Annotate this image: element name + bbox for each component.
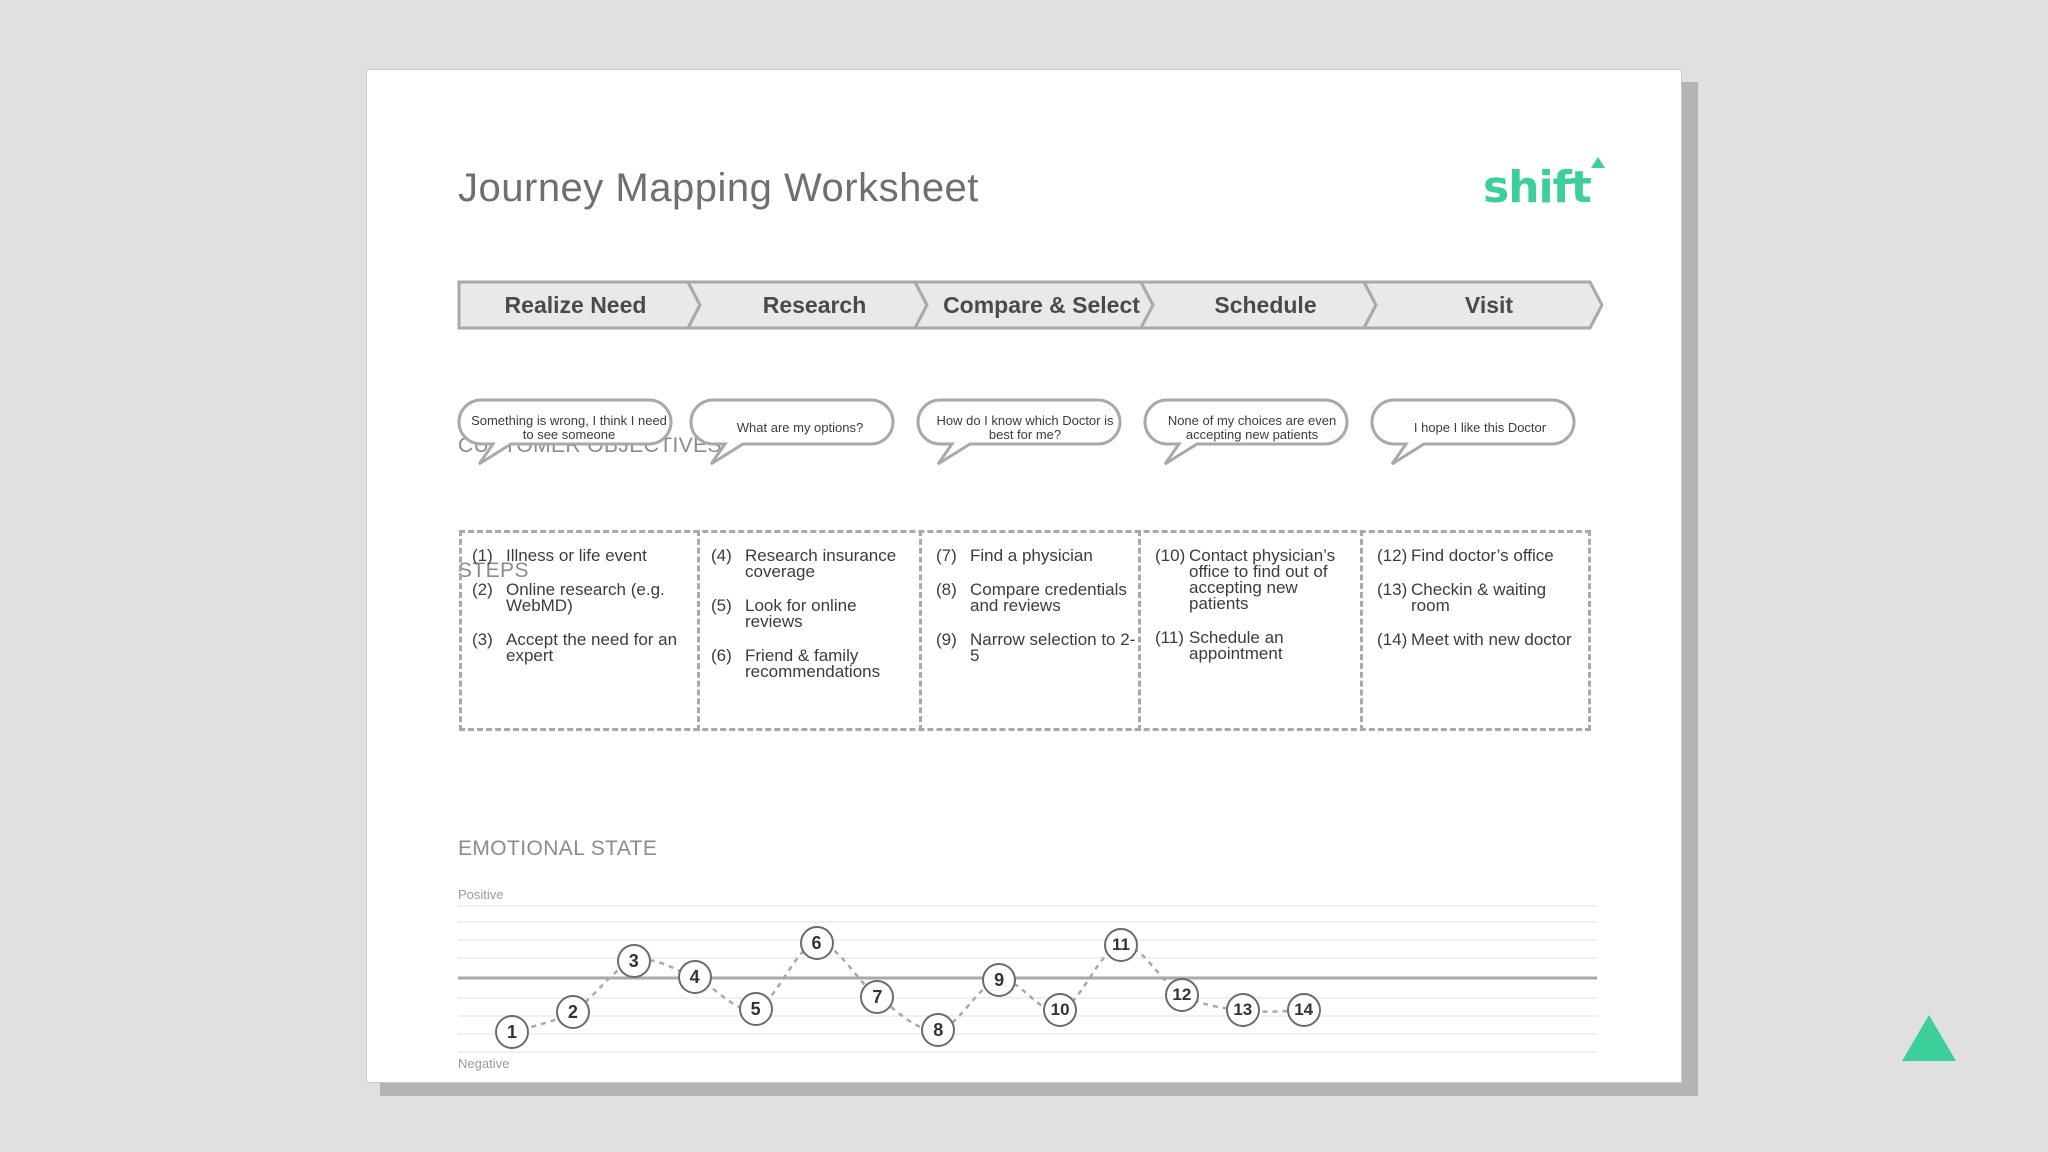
step-12: (12)Find doctor’s office [1377, 546, 1554, 565]
emotion-node-13: 13 [1225, 993, 1260, 1028]
steps-column-research: (4)Research insurance coverage (5)Look f… [711, 546, 916, 698]
speech-bubble-4 [1143, 398, 1349, 466]
stage-schedule: Schedule [1214, 292, 1317, 318]
shift-logo: shift [1483, 157, 1605, 213]
emotion-curve-chart [458, 905, 1597, 1053]
emotion-node-3: 3 [616, 944, 651, 979]
emotion-node-8: 8 [921, 1013, 956, 1048]
stage-realize-need: Realize Need [504, 292, 647, 318]
steps-divider-1 [697, 530, 700, 731]
objective-3-text: How do I know which Doctor is best for m… [936, 413, 1114, 442]
objective-4-text: None of my choices are even accepting ne… [1167, 413, 1337, 442]
stage-research: Research [762, 292, 867, 318]
emotion-node-12: 12 [1164, 977, 1199, 1012]
steps-column-schedule: (10)Contact physician’s office to find o… [1155, 546, 1355, 680]
steps-column-visit: (12)Find doctor’s office (13)Checkin & w… [1377, 546, 1587, 666]
step-1: (1)Illness or life event [472, 546, 647, 565]
speech-bubble-1 [457, 398, 673, 466]
stage-compare-select: Compare & Select [943, 292, 1140, 318]
step-4: (4)Research insurance coverage [711, 546, 897, 581]
page-title: Journey Mapping Worksheet [458, 166, 979, 210]
objective-2-text: What are my options? [736, 420, 864, 435]
negative-axis-label: Negative [458, 1056, 510, 1071]
objective-5-text: I hope I like this Doctor [1413, 420, 1547, 435]
steps-divider-2 [919, 530, 922, 731]
positive-axis-label: Positive [458, 887, 504, 902]
steps-box [459, 530, 1591, 731]
step-13: (13)Checkin & waiting room [1377, 580, 1547, 615]
emotion-node-5: 5 [738, 991, 773, 1026]
emotion-node-4: 4 [677, 960, 712, 995]
stage-visit: Visit [1464, 292, 1514, 318]
emotion-node-10: 10 [1043, 993, 1078, 1028]
step-9: (9)Narrow selection to 2-5 [936, 630, 1136, 665]
worksheet-page: Journey Mapping Worksheet shift STAGES R… [366, 69, 1682, 1083]
triangle-icon [1902, 1015, 1956, 1061]
emotion-node-7: 7 [860, 979, 895, 1014]
step-5: (5)Look for online reviews [711, 596, 857, 631]
steps-heading: STEPS [458, 559, 529, 582]
step-14: (14)Meet with new doctor [1377, 630, 1572, 649]
step-3: (3)Accept the need for an expert [472, 630, 678, 665]
step-7: (7)Find a physician [936, 546, 1093, 565]
steps-column-realize-need: (1)Illness or life event (2)Online resea… [472, 546, 692, 682]
step-6: (6)Friend & family recommendations [711, 646, 881, 681]
steps-divider-3 [1138, 530, 1141, 731]
emotion-heading: EMOTIONAL STATE [458, 837, 658, 860]
svg-text:shift: shift [1483, 162, 1592, 213]
emotion-node-1: 1 [495, 1014, 529, 1049]
step-2: (2)Online research (e.g. WebMD) [472, 580, 665, 615]
step-8: (8)Compare credentials and reviews [936, 580, 1127, 615]
step-11: (11)Schedule an appointment [1155, 628, 1284, 663]
steps-divider-4 [1360, 530, 1363, 731]
steps-column-compare-select: (7)Find a physician (8)Compare credentia… [936, 546, 1136, 682]
emotion-node-14: 14 [1286, 993, 1321, 1028]
step-10: (10)Contact physician’s office to find o… [1155, 546, 1336, 613]
emotion-node-9: 9 [982, 962, 1017, 997]
emotion-node-6: 6 [799, 926, 834, 961]
objective-bubbles [457, 398, 1576, 466]
speech-bubble-5 [1370, 398, 1576, 466]
speech-bubble-2 [689, 398, 895, 466]
emotion-node-11: 11 [1104, 927, 1138, 962]
stages-bar [457, 280, 1604, 330]
stage-arrow-5 [1361, 280, 1604, 330]
objective-1-text: Something is wrong, I think I need to se… [471, 413, 667, 442]
emotion-node-2: 2 [555, 994, 590, 1029]
speech-bubble-3 [916, 398, 1122, 466]
